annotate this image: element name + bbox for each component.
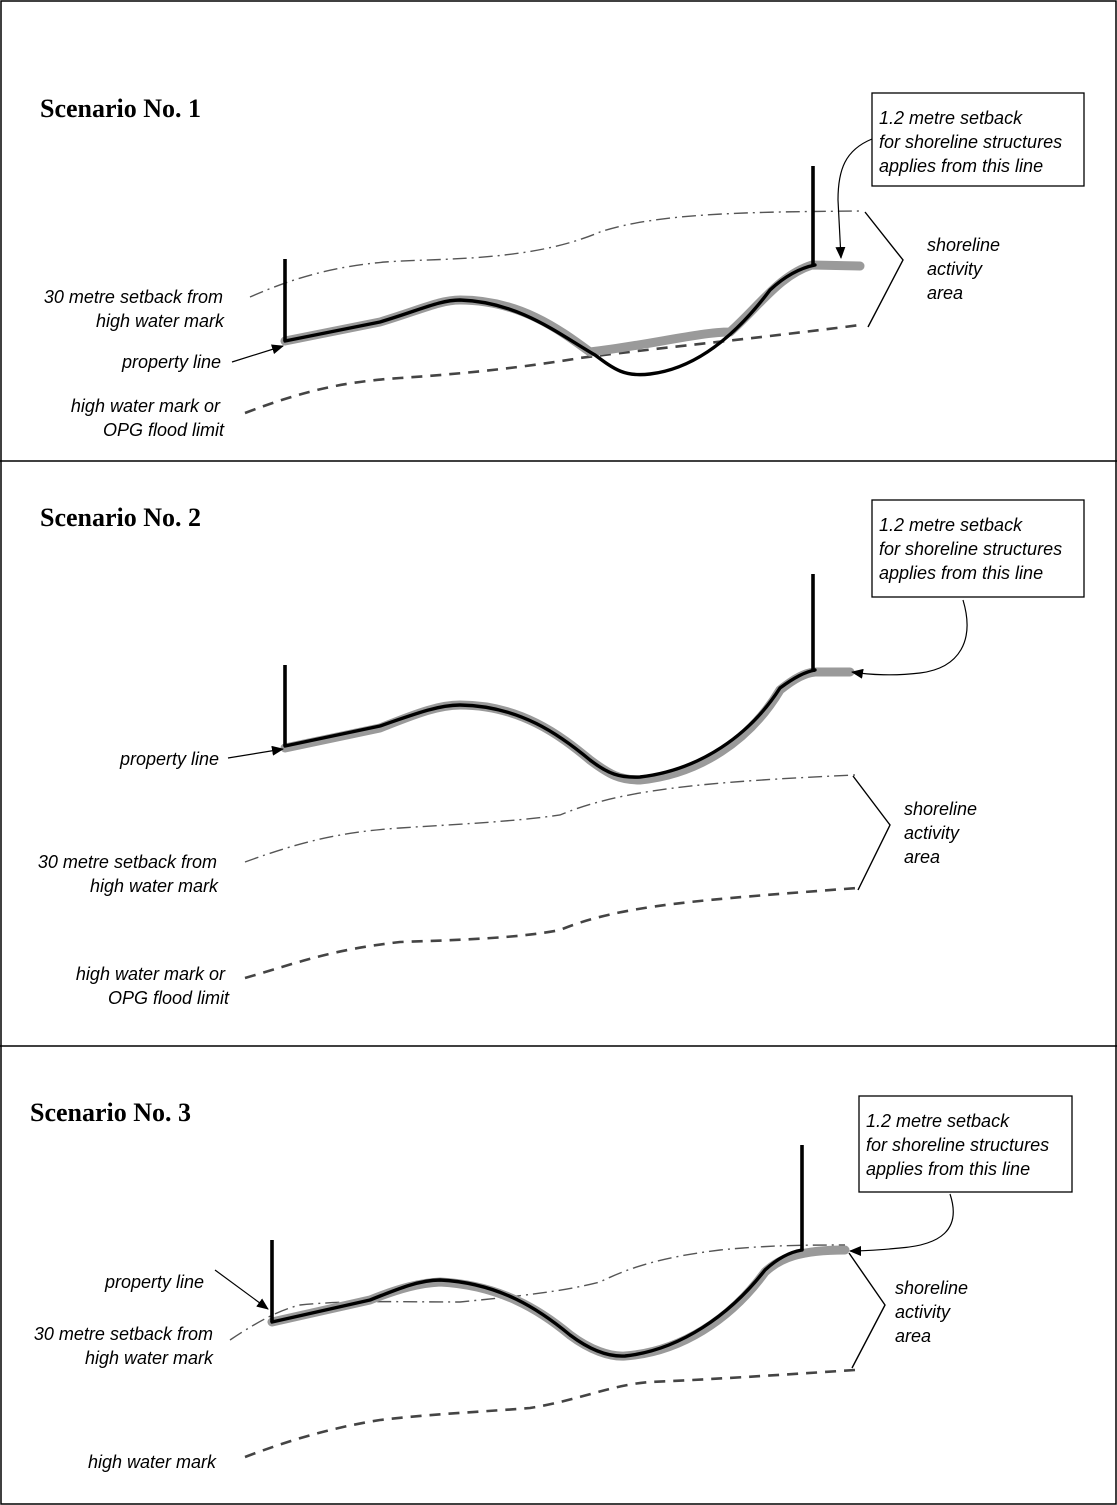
setback-30m-label: 30 metre setback from high water mark (38, 852, 222, 896)
property-line-label: property line (119, 749, 219, 769)
scenario-1-panel: Scenario No. 1 30 metre setback from hig… (40, 92, 1085, 440)
callout-box (858, 1095, 1073, 1193)
shoreline-activity-area-label: shoreline activity area (927, 235, 1005, 303)
setback-30m-label: 30 metre setback from high water mark (44, 287, 228, 331)
setback-30m-line (249, 210, 861, 298)
high-water-mark-label: high water mark (88, 1452, 217, 1472)
property-line (270, 1248, 804, 1358)
setback-30m-line (244, 774, 856, 863)
shoreline-highlight (280, 667, 855, 785)
activity-area-bracket (848, 1252, 886, 1369)
property-line (283, 668, 817, 779)
callout-text: 1.2 metre setback for shoreline structur… (866, 1111, 1054, 1179)
shoreline-activity-area-label: shoreline activity area (895, 1278, 973, 1346)
high-water-mark-label: high water mark or OPG flood limit (76, 964, 230, 1008)
property-line (283, 263, 817, 377)
high-water-mark-line (244, 323, 861, 415)
high-water-mark-line (244, 1368, 856, 1459)
callout-box (871, 499, 1085, 598)
activity-area-bracket (864, 211, 904, 328)
high-water-mark-label: high water mark or OPG flood limit (71, 396, 225, 440)
scenario-title: Scenario No. 1 (40, 94, 201, 123)
callout-box (871, 92, 1085, 187)
property-line-arrow (227, 745, 284, 759)
shoreline-activity-area-label: shoreline activity area (904, 799, 982, 867)
property-line-label: property line (104, 1272, 204, 1292)
scenario-title: Scenario No. 2 (40, 503, 201, 532)
callout-text: 1.2 metre setback for shoreline structur… (879, 515, 1067, 583)
shoreline-highlight (280, 260, 865, 357)
scenario-3-panel: Scenario No. 3 property line 30 metre se… (30, 1095, 1073, 1472)
callout-arrow (849, 1193, 954, 1256)
setback-30m-label: 30 metre setback from high water mark (34, 1324, 218, 1368)
scenario-2-panel: Scenario No. 2 property line 30 metre se… (38, 499, 1085, 1008)
setback-30m-line (229, 1244, 846, 1341)
property-line-arrow (214, 1269, 269, 1310)
high-water-mark-line (244, 886, 858, 980)
activity-area-bracket (852, 775, 891, 891)
scenario-title: Scenario No. 3 (30, 1098, 191, 1127)
property-line-arrow (231, 344, 284, 363)
callout-arrow (851, 599, 968, 679)
property-line-label: property line (121, 352, 221, 372)
callout-arrow (835, 138, 873, 259)
callout-text: 1.2 metre setback for shoreline structur… (879, 108, 1067, 176)
